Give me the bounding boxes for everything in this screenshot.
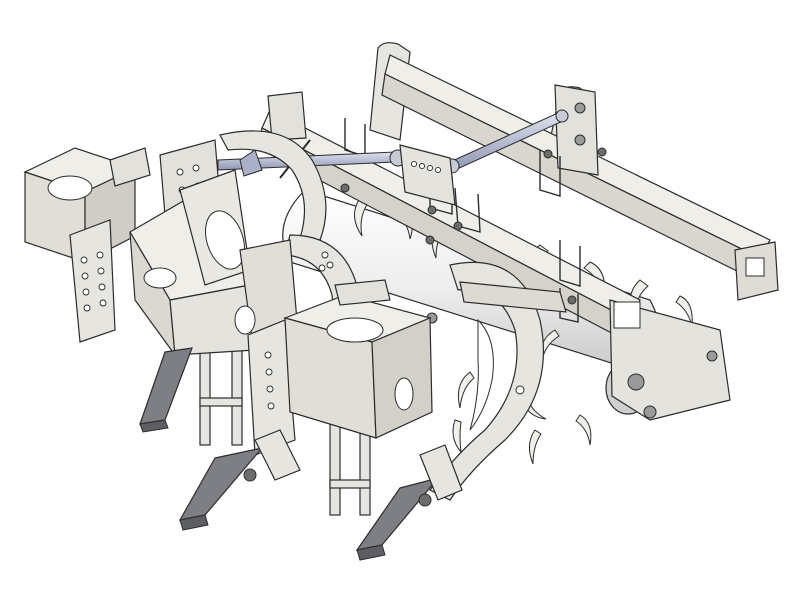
tip-left [139,347,193,433]
link-mounting-plate [399,144,456,206]
bracket-far-left [23,147,151,343]
tip-middle [178,447,264,531]
bracket-front-center [283,279,433,439]
shank-right [429,261,545,501]
tip-right [355,476,440,561]
rear-hanger-bracket [554,84,599,176]
bolts [340,147,607,305]
rear-side-plate [609,299,731,421]
